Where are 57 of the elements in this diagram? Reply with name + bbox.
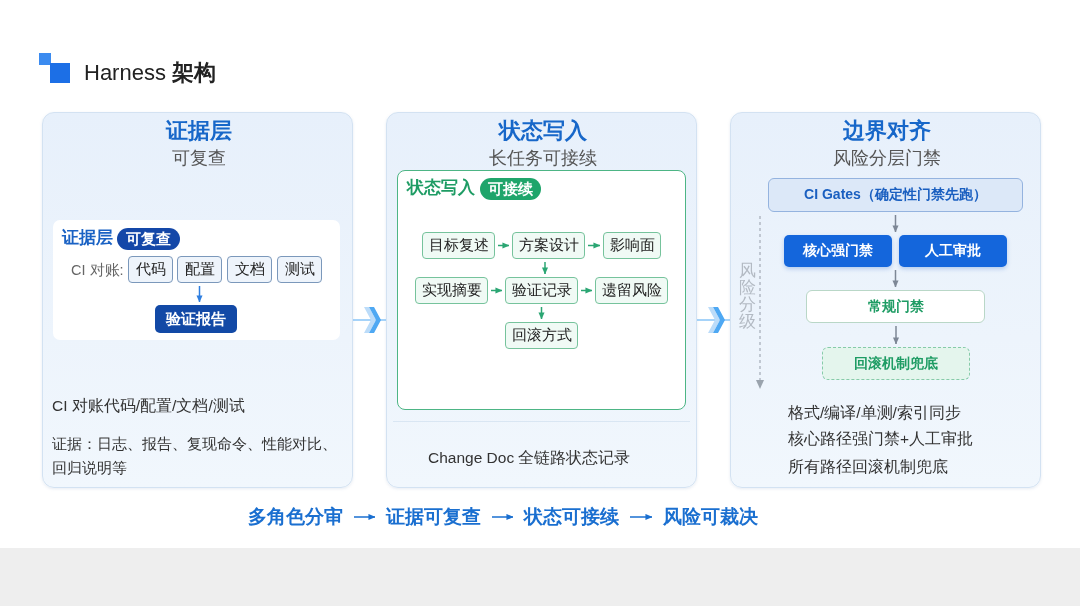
gate-box: CI Gates（确定性门禁先跑） bbox=[768, 178, 1023, 212]
gate-box: 常规门禁 bbox=[806, 290, 985, 323]
arrow bbox=[892, 325, 900, 345]
panel-subtitle: 可复查 bbox=[171, 147, 226, 170]
result-box: 验证报告 bbox=[155, 305, 237, 333]
inner-card bbox=[53, 220, 340, 340]
panel-card bbox=[386, 112, 697, 488]
arrow bbox=[892, 269, 899, 288]
arrow bbox=[497, 242, 510, 249]
item-box: 代码 bbox=[128, 256, 173, 283]
panel-card bbox=[42, 112, 353, 488]
arrow bbox=[353, 513, 376, 521]
note-text: CI 对账代码/配置/文档/测试 bbox=[52, 396, 245, 416]
step-box: 验证记录 bbox=[505, 277, 578, 304]
gate-box: 回滚机制兜底 bbox=[822, 347, 970, 380]
step-box: 影响面 bbox=[603, 232, 661, 259]
card-heading: 状态写入 bbox=[407, 177, 475, 199]
step-box: 方案设计 bbox=[512, 232, 585, 259]
panel-subtitle: 长任务可接续 bbox=[488, 147, 597, 170]
card-heading: 证据层 bbox=[62, 227, 113, 249]
panel-heading: 状态写入 bbox=[498, 117, 587, 145]
note-text: 核心路径强门禁+人工审批 bbox=[788, 429, 974, 449]
gate-box: 人工审批 bbox=[899, 235, 1007, 267]
note-text: Change Doc 全链路状态记录 bbox=[428, 448, 631, 468]
panel-card bbox=[730, 112, 1041, 488]
arrow bbox=[580, 287, 593, 294]
arrow bbox=[490, 287, 503, 294]
panel-heading: 边界对齐 bbox=[842, 117, 931, 145]
step-box: 目标复述 bbox=[422, 232, 495, 259]
field-label: CI 对账: bbox=[71, 261, 124, 280]
arrow bbox=[538, 306, 545, 320]
vertical-label: 风险分级 bbox=[738, 262, 756, 330]
panel-subtitle: 风险分层门禁 bbox=[832, 147, 941, 170]
arrow bbox=[491, 513, 514, 521]
note-text: 证据：日志、报告、复现命令、性能对比、回归说明等 bbox=[52, 434, 338, 478]
item-box: 文档 bbox=[227, 256, 272, 283]
flow-step-text: 状态可接续 bbox=[523, 504, 620, 530]
tag-pill: 可复查 bbox=[117, 228, 180, 250]
arrow bbox=[587, 242, 601, 249]
note-text: 所有路径回滚机制兜底 bbox=[788, 457, 948, 477]
flow-step-text: 证据可复查 bbox=[385, 504, 482, 530]
arrow bbox=[196, 285, 203, 303]
tag-pill: 可接续 bbox=[480, 178, 541, 200]
page-title: Harness 架构 bbox=[84, 59, 217, 87]
arrow bbox=[629, 513, 653, 521]
item-box: 测试 bbox=[277, 256, 322, 283]
note-text: 格式/编译/单测/索引同步 bbox=[788, 403, 961, 423]
item-box: 配置 bbox=[177, 256, 222, 283]
step-box: 回滚方式 bbox=[505, 322, 578, 349]
arrow bbox=[541, 261, 549, 275]
gate-box: 核心强门禁 bbox=[784, 235, 892, 267]
panel-heading: 证据层 bbox=[165, 117, 232, 145]
flow-step-text: 风险可裁决 bbox=[662, 504, 759, 530]
step-box: 实现摘要 bbox=[415, 277, 488, 304]
flow-step-text: 多角色分审 bbox=[247, 504, 344, 530]
step-box: 遗留风险 bbox=[595, 277, 668, 304]
inner-card bbox=[397, 170, 686, 410]
